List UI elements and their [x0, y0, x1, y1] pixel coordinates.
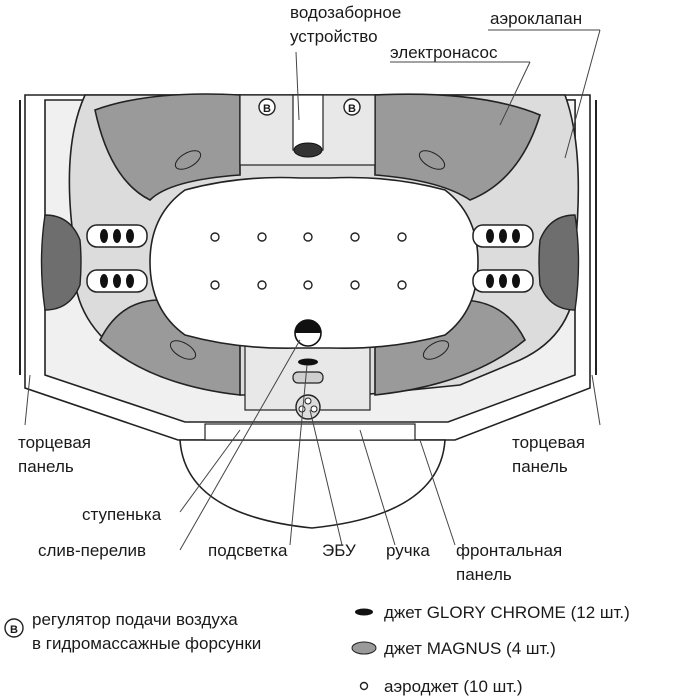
intake-grate [293, 142, 323, 158]
handle [204, 423, 416, 441]
aerojets [210, 232, 407, 290]
air-regulators: B B [258, 98, 361, 116]
light [298, 358, 318, 366]
front-apron [179, 423, 446, 529]
legend-aerojet: аэроджет (10 шт.) [384, 677, 523, 696]
aerojet [350, 232, 360, 242]
leader-front-panel [419, 439, 456, 546]
label-end-panel-left-2: панель [18, 457, 74, 476]
air-regulator-marker [343, 98, 361, 116]
label-end-panel-right-1: торцевая [512, 433, 585, 452]
pillow-right [538, 214, 580, 311]
magnus-jet [169, 340, 197, 360]
aerojet [303, 232, 313, 242]
legend-regulator-symbol [4, 618, 24, 638]
air-regulator-marker [258, 98, 276, 116]
magnus-jet [174, 150, 202, 170]
glory-chrome-jet [113, 229, 121, 243]
magnus-jets [169, 150, 450, 360]
aerojet [210, 280, 220, 290]
label-light: подсветка [208, 541, 288, 560]
aerojet [257, 280, 267, 290]
aerojet [397, 232, 407, 242]
legend-aerojet-symbol [359, 681, 369, 691]
leader-pump [499, 61, 531, 126]
control-dot [298, 405, 306, 413]
leader-light [289, 364, 308, 546]
label-handle: ручка [386, 541, 430, 560]
label-intake-2: устройство [290, 27, 378, 46]
legend-magnus-symbol [351, 641, 377, 655]
leader-step [179, 429, 241, 513]
step [179, 439, 446, 529]
control-dot [310, 405, 318, 413]
label-end-panel-left-1: торцевая [18, 433, 91, 452]
label-step: ступенька [82, 505, 162, 524]
magnus-jet [418, 150, 446, 170]
aerojet [303, 280, 313, 290]
label-air-valve: аэроклапан [490, 9, 582, 28]
leader-end-right [591, 374, 601, 426]
label-ebu: ЭБУ [322, 541, 356, 560]
air-regulator-marker-label: B [263, 103, 271, 115]
glory-chrome-jet [126, 274, 134, 288]
legend: B регулятор подачи воздуха в гидромассаж… [4, 603, 630, 696]
glory-chrome-jet [113, 274, 121, 288]
glory-chrome-jets [86, 224, 534, 293]
glory-chrome-jet [512, 274, 520, 288]
callout-labels: водозаборное устройство аэроклапан элект… [18, 3, 585, 584]
label-drain: слив-перелив [38, 541, 146, 560]
glory-chrome-jet [100, 229, 108, 243]
magnus-jet [422, 340, 450, 360]
aerojet [350, 280, 360, 290]
glory-chrome-jet [486, 229, 494, 243]
label-pump: электронасос [390, 43, 498, 62]
glory-chrome-jet [499, 274, 507, 288]
air-regulator-marker-label: B [348, 103, 356, 115]
legend-magnus: джет MAGNUS (4 шт.) [384, 639, 556, 658]
leader-air-valve [564, 29, 601, 159]
legend-glory-chrome: джет GLORY CHROME (12 шт.) [384, 603, 630, 622]
aerojet [210, 232, 220, 242]
basin-floor [149, 176, 479, 350]
glory-chrome-jet [486, 274, 494, 288]
legend-air-regulator-1: регулятор подачи воздуха [32, 610, 238, 629]
label-front-panel-1: фронтальная [456, 541, 562, 560]
drain-overflow [294, 319, 322, 347]
label-intake-1: водозаборное [290, 3, 401, 22]
control-dot [304, 397, 312, 405]
label-end-panel-right-2: панель [512, 457, 568, 476]
glory-chrome-jet [499, 229, 507, 243]
glory-chrome-jet [512, 229, 520, 243]
intake-device [292, 94, 324, 151]
drain-half [295, 320, 321, 333]
leader-ebu [309, 409, 343, 546]
leader-drain [179, 339, 301, 551]
legend-air-regulator-2: в гидромассажные форсунки [32, 634, 261, 653]
leader-intake [295, 51, 300, 121]
ebu-unit [292, 371, 324, 384]
leader-end-left [24, 374, 31, 426]
legend-regulator-symbol-label: B [10, 624, 18, 636]
seat-top-right [374, 93, 541, 201]
label-front-panel-2: панель [456, 565, 512, 584]
aerojet [397, 280, 407, 290]
glory-chrome-jet [100, 274, 108, 288]
leader-handle [359, 429, 396, 546]
aerojet [257, 232, 267, 242]
glory-chrome-jet [126, 229, 134, 243]
leader-lines [24, 29, 601, 551]
pillow-left [40, 214, 82, 311]
seat-top-left [94, 93, 241, 201]
legend-glory-chrome-symbol [355, 608, 373, 616]
